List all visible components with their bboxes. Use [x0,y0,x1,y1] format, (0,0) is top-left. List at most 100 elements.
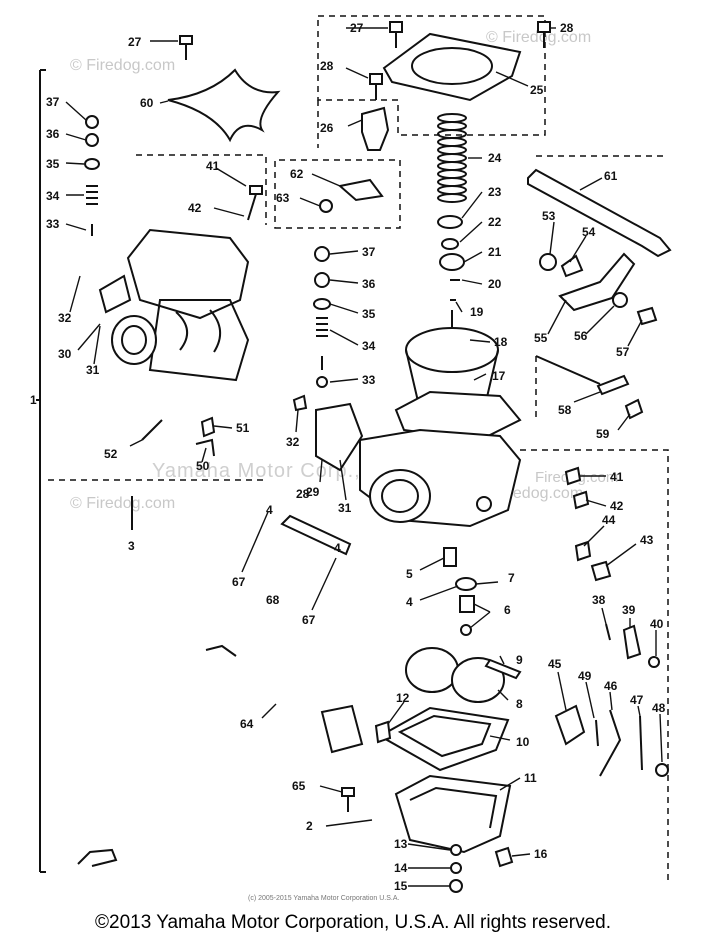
callout-6: 6 [504,603,511,617]
callout-2: 2 [306,819,313,833]
watermark-firedog: © Firedog.com [486,29,591,46]
piston-17 [394,327,522,442]
needle-jet-5 [443,547,457,567]
callout-29: 29 [306,485,320,499]
callout-34: 34 [362,339,376,353]
screw-28 [369,73,383,100]
nut-40 [648,656,660,668]
callout-28: 28 [560,21,574,35]
callout-63: 63 [276,191,290,205]
top-cover-25 [382,32,522,102]
pipe-68 [280,514,352,556]
callout-46: 46 [604,679,618,693]
screw-65 [341,787,355,812]
corner-mark [77,848,118,867]
cap-37 [314,246,330,262]
spring-34 [86,185,98,205]
callout-49: 49 [578,669,592,683]
jet-6b [460,624,472,636]
washer-14 [450,862,462,874]
leader-67 [311,557,337,611]
washer-56 [612,292,628,308]
part-53 [539,253,557,271]
carburetor-body-left [98,228,250,382]
callout-9: 9 [516,653,523,667]
screw-38 [605,623,611,641]
part-39 [622,624,642,660]
callout-4: 4 [266,503,273,517]
callout-42: 42 [610,499,624,513]
callout-57: 57 [616,345,630,359]
callout-40: 40 [650,617,664,631]
callout-14: 14 [394,861,408,875]
callout-59: 59 [596,427,610,441]
spring-34 [316,317,328,337]
spring-24 [437,113,467,203]
callout-31: 31 [86,363,100,377]
callout-51: 51 [236,421,250,435]
washer-35 [313,298,331,310]
group-boxes [48,15,669,880]
washer-23 [437,215,463,229]
callout-54: 54 [582,225,596,239]
clip-58 [596,374,630,396]
callout-30: 30 [58,347,72,361]
callout-27: 27 [350,21,364,35]
screw-27 [179,35,193,60]
screw-47 [639,715,643,771]
callout-64: 64 [240,717,254,731]
callout-17: 17 [492,369,506,383]
float-8 [405,647,505,703]
cap-45 [554,704,586,746]
part-49 [595,719,599,747]
callout-23: 23 [488,185,502,199]
gasket-10 [377,706,510,772]
screw-41 [247,185,263,221]
callout-37: 37 [46,95,60,109]
callout-53: 53 [542,209,556,223]
callout-24: 24 [488,151,502,165]
screw-13 [450,844,462,856]
callout-60: 60 [140,96,154,110]
callout-8: 8 [516,697,523,711]
throttle-rod-61 [527,168,672,258]
top-cover-dome [411,47,493,85]
callout-43: 43 [640,533,654,547]
callout-62: 62 [290,167,304,181]
watermark-firedog: © Firedog.com [70,495,175,512]
callout-7: 7 [508,571,515,585]
callout-34: 34 [46,189,60,203]
callout-15: 15 [394,879,408,893]
callout-39: 39 [622,603,636,617]
leader-58 [535,355,601,385]
screw-28 [537,21,551,48]
part-43 [590,560,612,582]
callout-26: 26 [320,121,334,135]
callout-47: 47 [630,693,644,707]
callout-5: 5 [406,567,413,581]
callout-48: 48 [652,701,666,715]
callout-36: 36 [362,277,376,291]
float-pin-9 [484,658,522,680]
carburetor-body-center [315,402,522,528]
o-ring-36 [85,133,99,147]
callout-32: 32 [58,311,72,325]
callout-42: 42 [188,201,202,215]
callout-68: 68 [266,593,280,607]
callout-36: 36 [46,127,60,141]
callout-31: 31 [338,501,352,515]
callout-labels: 1 2 3 4 4 4 5 6 7 8 9 10 11 12 13 14 15 … [30,21,666,893]
callout-38: 38 [592,593,606,607]
callout-65: 65 [292,779,306,793]
leader-67 [241,511,269,573]
screw-63 [319,199,333,213]
callout-67: 67 [302,613,316,627]
callout-58: 58 [558,403,572,417]
callout-18: 18 [494,335,508,349]
lever-62 [337,178,384,202]
callout-33: 33 [46,217,60,231]
screw-52 [141,419,163,441]
cap-37 [85,115,99,129]
